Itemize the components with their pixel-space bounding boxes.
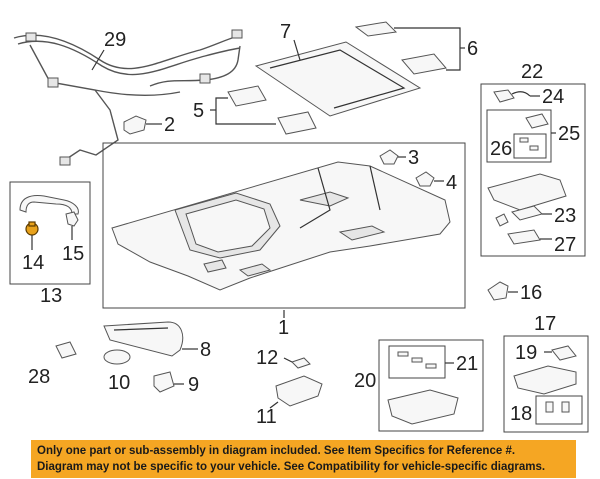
- switch-sub-box: [486, 109, 552, 163]
- bulb-sub-box: [513, 133, 547, 159]
- clip-part-3: [379, 149, 399, 165]
- lamp-part-24: [493, 89, 515, 103]
- bulb-part-26a: [519, 137, 529, 143]
- callout-14: 14: [22, 252, 44, 274]
- headliner-part-1: [111, 161, 451, 291]
- headliner-assembly-box: [102, 142, 466, 309]
- callout-27: 27: [554, 234, 576, 256]
- bulb-box-18: [535, 395, 583, 425]
- leader-5: [215, 97, 276, 125]
- clip-part-28: [55, 341, 77, 359]
- insulator-inner-edge: [269, 49, 406, 109]
- notice-line-2: Diagram may not be specific to your vehi…: [37, 461, 546, 473]
- wire-harness-part: [13, 29, 243, 166]
- pad-part-6b: [401, 53, 447, 75]
- notice-banner: Only one part or sub-assembly in diagram…: [31, 440, 576, 478]
- clip-part-2: [123, 115, 147, 135]
- dome-lamp-part-17: [513, 365, 577, 395]
- notice-line-1: Only one part or sub-assembly in diagram…: [37, 445, 516, 457]
- sunvisor-edge: [113, 327, 169, 331]
- callout-5: 5: [193, 100, 204, 122]
- map-lamp-box: [378, 339, 484, 432]
- map-lamp-part-20: [387, 389, 459, 425]
- callout-3: 3: [408, 147, 419, 169]
- leader-7: [293, 39, 301, 61]
- callout-10: 10: [108, 372, 130, 394]
- callout-28: 28: [28, 366, 50, 388]
- callout-19: 19: [515, 342, 537, 364]
- callout-1: 1: [278, 317, 289, 339]
- callout-16: 16: [520, 282, 542, 304]
- callout-2: 2: [164, 114, 175, 136]
- bulb-part-21a: [397, 351, 409, 357]
- callout-23: 23: [554, 205, 576, 227]
- bulb-group-box: [388, 345, 446, 379]
- switch-part-25: [525, 113, 549, 129]
- console-part-22: [487, 173, 567, 211]
- callout-6: 6: [467, 38, 478, 60]
- callout-25: 25: [558, 123, 580, 145]
- callout-12: 12: [256, 347, 278, 369]
- pad-part-5a: [227, 85, 267, 107]
- lamp-wire-24: [511, 91, 531, 97]
- holder-part-9: [153, 371, 175, 393]
- clip-part-4: [415, 171, 435, 187]
- callout-26: 26: [490, 138, 512, 160]
- pad-part-5b: [277, 111, 317, 135]
- cover-part-15: [65, 211, 79, 227]
- bulb-part-21c: [425, 363, 437, 369]
- bulb-part-12: [291, 357, 311, 369]
- clip-part-22b: [495, 213, 509, 227]
- callout-29: 29: [104, 29, 126, 51]
- cap-part-10: [103, 349, 131, 365]
- bulb-part-21b: [411, 357, 423, 363]
- leader-29: [91, 49, 105, 71]
- callout-15: 15: [62, 243, 84, 265]
- callout-22: 22: [521, 61, 543, 83]
- callout-20: 20: [354, 370, 376, 392]
- pad-part-6a: [354, 21, 398, 37]
- callout-4: 4: [446, 172, 457, 194]
- cover-part-16: [487, 281, 509, 301]
- insulator-panel-part-7: [254, 41, 422, 117]
- assist-grip-part: [19, 195, 79, 215]
- switch-part-19: [551, 345, 577, 361]
- callout-9: 9: [188, 374, 199, 396]
- assist-grip-box: [9, 181, 91, 285]
- sunvisor-part-8: [103, 321, 184, 357]
- callout-7: 7: [280, 21, 291, 43]
- callout-11: 11: [256, 406, 277, 428]
- callout-18: 18: [510, 403, 532, 425]
- bolt-part-14-highlighted: [25, 221, 39, 236]
- leader-12: [283, 357, 293, 363]
- callout-24: 24: [542, 86, 564, 108]
- bulb-part-18b: [561, 401, 570, 413]
- leader-6: [394, 27, 461, 71]
- lamp-part-11: [275, 375, 323, 407]
- callout-21: 21: [456, 353, 478, 375]
- console-box: [480, 83, 586, 257]
- callout-17: 17: [534, 313, 556, 335]
- bulb-part-26b: [529, 145, 539, 151]
- callout-8: 8: [200, 339, 211, 361]
- bulb-part-18a: [545, 401, 554, 413]
- callout-13: 13: [40, 285, 62, 307]
- dome-lamp-box: [503, 335, 589, 433]
- bracket-part-27: [507, 229, 541, 245]
- leader-11: [269, 401, 279, 409]
